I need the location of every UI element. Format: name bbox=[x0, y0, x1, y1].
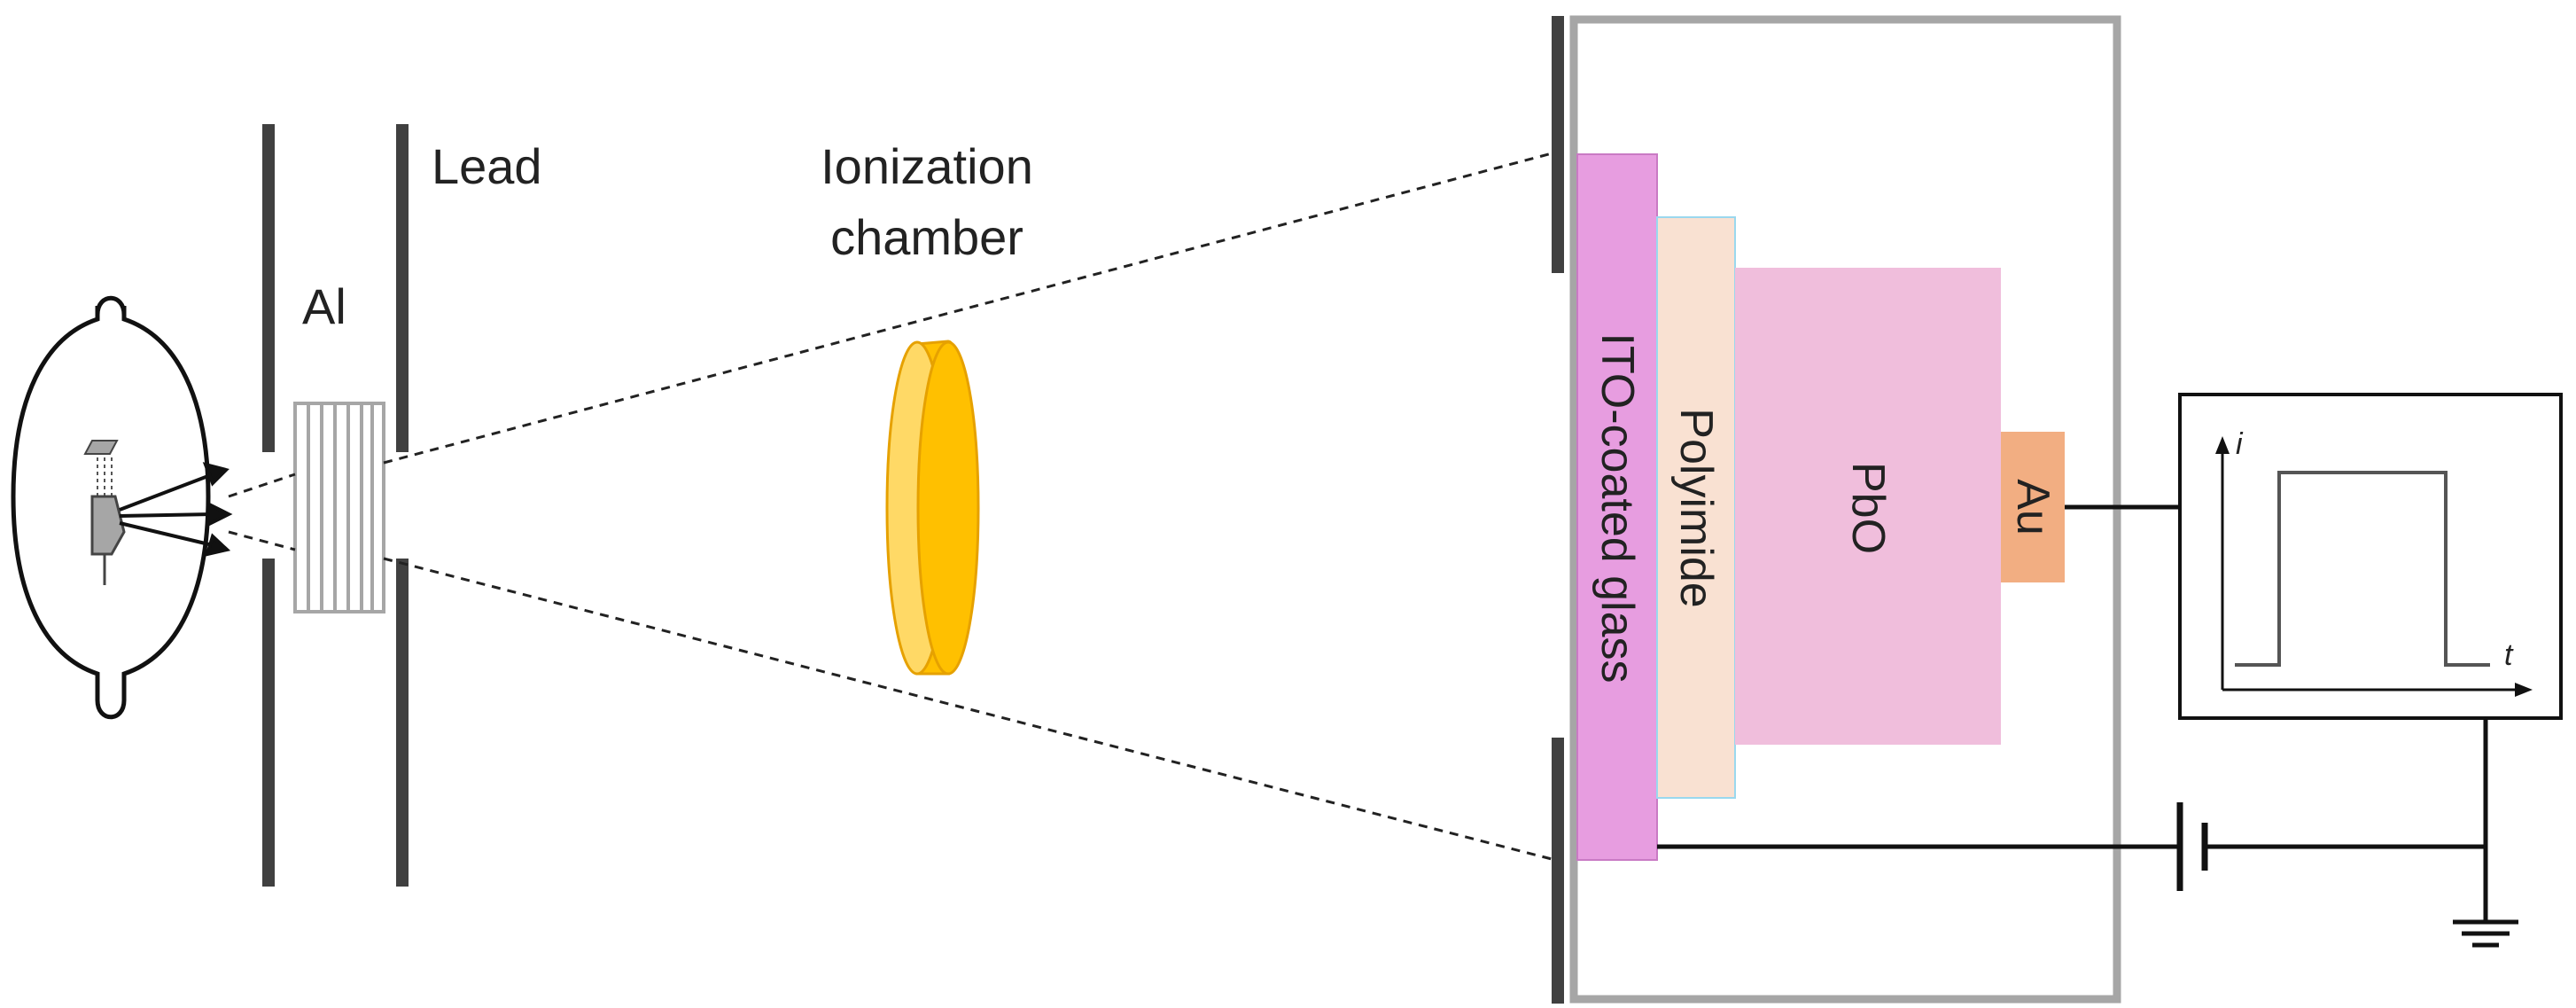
ground-icon bbox=[2453, 919, 2518, 948]
ito-glass-label: ITO-coated glass bbox=[1592, 332, 1643, 684]
lead-collimator-left bbox=[262, 124, 275, 887]
time-axis-label: t bbox=[2504, 638, 2513, 672]
pbo-layer bbox=[1735, 268, 2001, 745]
ito-glass-layer bbox=[1576, 153, 1658, 861]
xray-tube-icon bbox=[11, 295, 211, 720]
polyimide-label: Polyimide bbox=[1670, 408, 1722, 608]
ionization-chamber-label-line1: Ionization bbox=[821, 138, 1033, 194]
lead-collimator-right bbox=[396, 124, 409, 887]
current-axis-label: i bbox=[2236, 427, 2243, 461]
ionization-chamber-label-line2: chamber bbox=[830, 209, 1023, 265]
beam-cone bbox=[228, 151, 1556, 862]
xray-beam-arrows bbox=[119, 462, 233, 557]
lead-label: Lead bbox=[432, 138, 542, 194]
au-electrode bbox=[2001, 432, 2065, 582]
pbo-label: PbO bbox=[1842, 461, 1894, 555]
polyimide-layer bbox=[1656, 216, 1736, 799]
current-pulse-graph bbox=[2215, 436, 2533, 697]
battery-icon bbox=[2176, 802, 2208, 891]
al-filter-label: Al bbox=[302, 278, 346, 334]
lead-window-shield bbox=[1552, 16, 1564, 1004]
bias-circuit-wire bbox=[1657, 716, 2488, 922]
aluminum-filter bbox=[293, 402, 385, 613]
ionization-chamber-icon bbox=[885, 340, 980, 676]
au-label: Au bbox=[2007, 479, 2058, 535]
